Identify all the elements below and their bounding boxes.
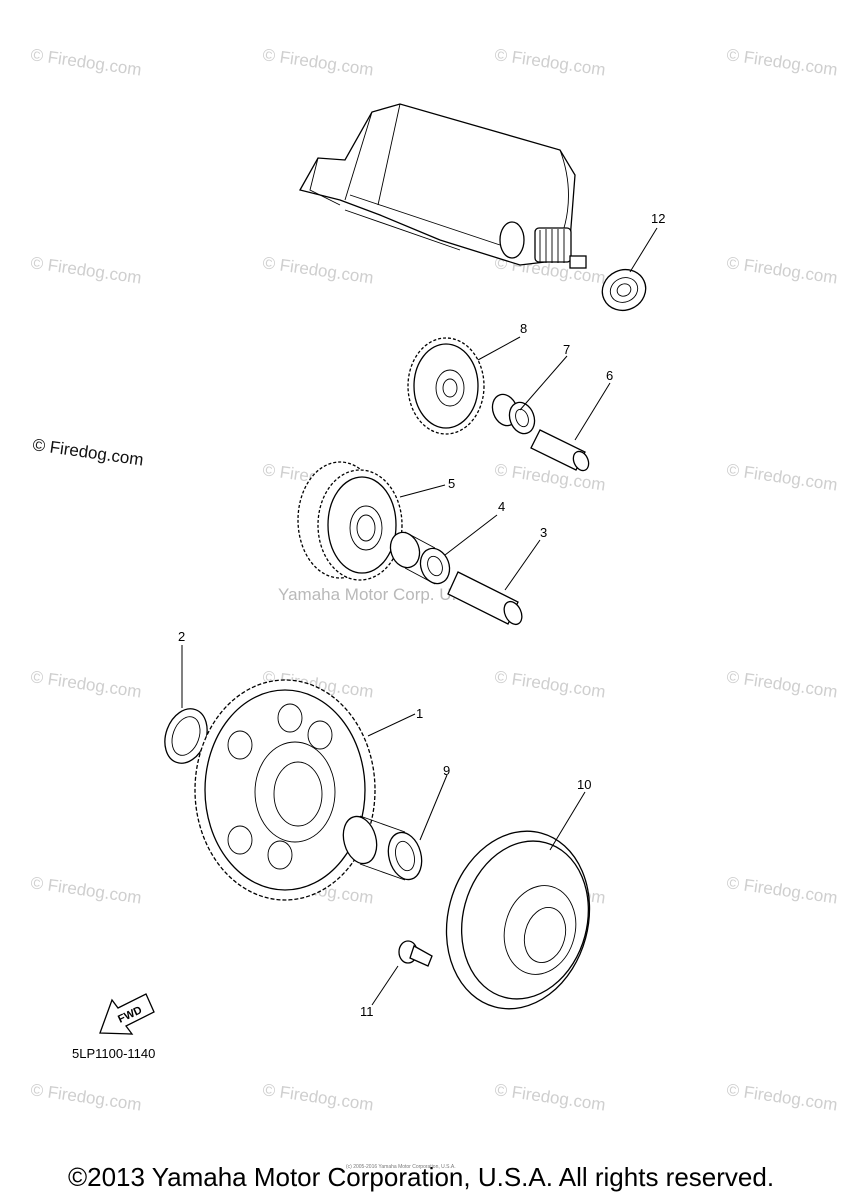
- callout-10: 10: [577, 777, 591, 792]
- watermark: © Firedog.com: [725, 460, 838, 494]
- callout-4: 4: [498, 499, 505, 514]
- watermark: © Firedog.com: [493, 667, 606, 701]
- callout-1: 1: [416, 706, 423, 721]
- watermark: © Firedog.com: [29, 253, 142, 287]
- starter-motor-illustration: [299, 103, 587, 269]
- watermark: © Firedog.com: [29, 873, 142, 907]
- watermark: © Firedog.com: [29, 1080, 142, 1114]
- bolt-part-11: [398, 940, 433, 967]
- callout-numbers: 1 2 3 4 5 6 7 8 9 10 11 12: [178, 211, 665, 1019]
- watermark: © Firedog.com: [725, 1080, 838, 1114]
- gear-part-8: [407, 337, 485, 435]
- watermark: © Firedog.com: [493, 45, 606, 79]
- fwd-arrow: FWD: [99, 993, 155, 1035]
- callout-7: 7: [563, 342, 570, 357]
- watermark: © Firedog.com: [261, 253, 374, 287]
- watermark: © Firedog.com: [29, 667, 142, 701]
- callout-2: 2: [178, 629, 185, 644]
- diagram-code: 5LP1100-1140: [72, 1046, 155, 1061]
- leader-lines: [181, 227, 658, 1006]
- callout-12: 12: [651, 211, 665, 226]
- left-watermark: © Firedog.com: [31, 435, 144, 469]
- needle-bearing-part-9: [342, 815, 423, 881]
- watermark: © Firedog.com: [261, 45, 374, 79]
- watermark: © Firedog.com: [725, 45, 838, 79]
- watermark: © Firedog.com: [725, 667, 838, 701]
- needle-bearing-part-7: [491, 393, 536, 435]
- tiny-note: (c) 2005-2016 Yamaha Motor Corporation, …: [346, 1164, 456, 1170]
- watermark: © Firedog.com: [493, 1080, 606, 1114]
- watermark: © Firedog.com: [725, 253, 838, 287]
- watermark: © Firedog.com: [493, 460, 606, 494]
- callout-11: 11: [360, 1004, 374, 1019]
- callout-6: 6: [606, 368, 613, 383]
- callout-3: 3: [540, 525, 547, 540]
- watermark: © Firedog.com: [725, 873, 838, 907]
- copyright: ©2013 Yamaha Motor Corporation, U.S.A. A…: [67, 1162, 775, 1192]
- center-watermark: Yamaha Motor Corp. U.S.A.: [278, 585, 488, 604]
- watermark: © Firedog.com: [29, 45, 142, 79]
- starter-clutch-part-10: [445, 830, 591, 1010]
- gear-part-5: [297, 461, 403, 581]
- watermark: © Firedog.com: [261, 1080, 374, 1114]
- callout-5: 5: [448, 476, 455, 491]
- callout-8: 8: [520, 321, 527, 336]
- shaft-part-6: [530, 429, 590, 472]
- gear-part-1: [194, 679, 376, 901]
- callout-9: 9: [443, 763, 450, 778]
- bearing-part-12: [601, 268, 647, 312]
- shaft-part-3: [447, 571, 523, 626]
- needle-bearing-part-4: [389, 531, 451, 585]
